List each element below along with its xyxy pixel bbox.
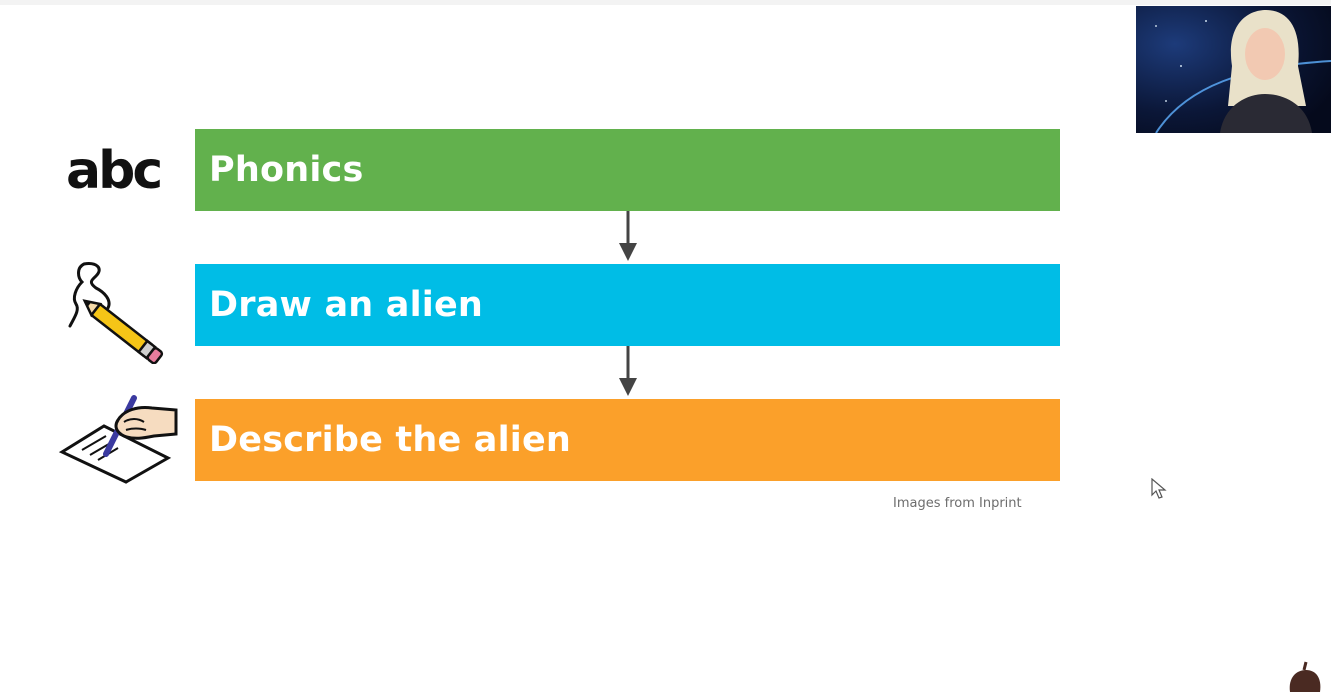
abc-text-icon: abc [66,141,163,201]
arrow-down-icon [619,346,637,396]
image-credit: Images from Inprint [893,496,1022,511]
step-phonics: Phonics [195,129,1060,211]
pencil-drawing-icon [68,262,164,364]
step-label: Phonics [209,150,364,190]
acorn-icon [1289,661,1321,692]
mouse-cursor-icon [1151,478,1167,499]
step-draw-alien: Draw an alien [195,264,1060,346]
step-label: Draw an alien [209,285,484,325]
step-label: Describe the alien [209,420,572,460]
presenter-webcam-video[interactable] [1136,6,1331,133]
top-border [0,0,1331,5]
hand-writing-icon [58,395,178,484]
step-describe-alien: Describe the alien [195,399,1060,481]
arrow-down-icon [619,211,637,261]
